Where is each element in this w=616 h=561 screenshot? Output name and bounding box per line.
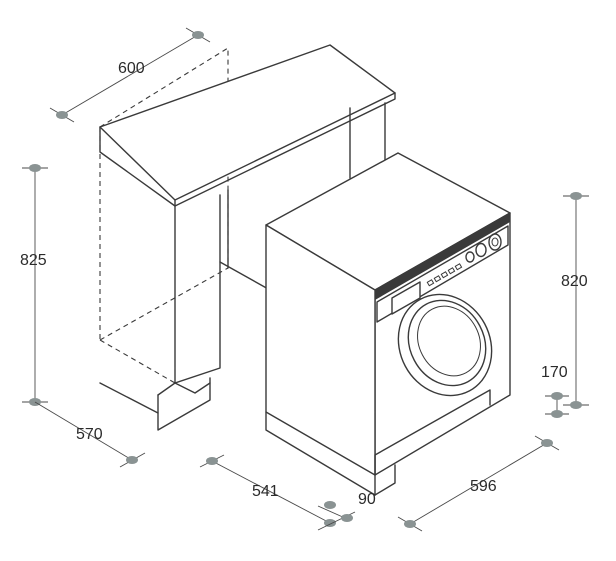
dimension-machine-width: 596 bbox=[397, 435, 560, 532]
dimension-label-niche-width: 600 bbox=[118, 60, 145, 77]
dimension-machine-height: 820 bbox=[561, 192, 589, 409]
dimension-niche-width: 600 bbox=[49, 27, 211, 123]
dimension-label-machine-body-depth: 541 bbox=[252, 483, 279, 500]
niche-cabinet bbox=[99, 44, 396, 431]
dimension-plinth-height: 170 bbox=[541, 364, 569, 418]
washing-machine bbox=[265, 152, 511, 496]
machine-base bbox=[265, 389, 491, 496]
dimension-label-niche-height: 825 bbox=[20, 252, 47, 269]
cabinet-side-leg bbox=[99, 189, 271, 431]
dimension-machine-body-depth: 541 bbox=[199, 454, 336, 527]
cabinet-right-panel bbox=[349, 102, 386, 179]
dimension-label-machine-width: 596 bbox=[470, 478, 497, 495]
machine-door bbox=[397, 293, 493, 397]
dimension-label-plinth-height: 170 bbox=[541, 364, 568, 381]
dimension-label-niche-depth: 570 bbox=[76, 426, 103, 443]
dimension-label-door-depth: 90 bbox=[358, 491, 376, 508]
dimension-niche-height: 825 bbox=[20, 164, 48, 406]
dimension-door-depth: 90 bbox=[317, 491, 376, 531]
program-buttons bbox=[426, 263, 463, 287]
dimension-label-machine-height: 820 bbox=[561, 273, 588, 290]
control-panel bbox=[375, 213, 510, 323]
control-knobs bbox=[465, 233, 502, 263]
detergent-drawer bbox=[391, 281, 421, 315]
dimension-niche-depth: 570 bbox=[34, 401, 146, 468]
